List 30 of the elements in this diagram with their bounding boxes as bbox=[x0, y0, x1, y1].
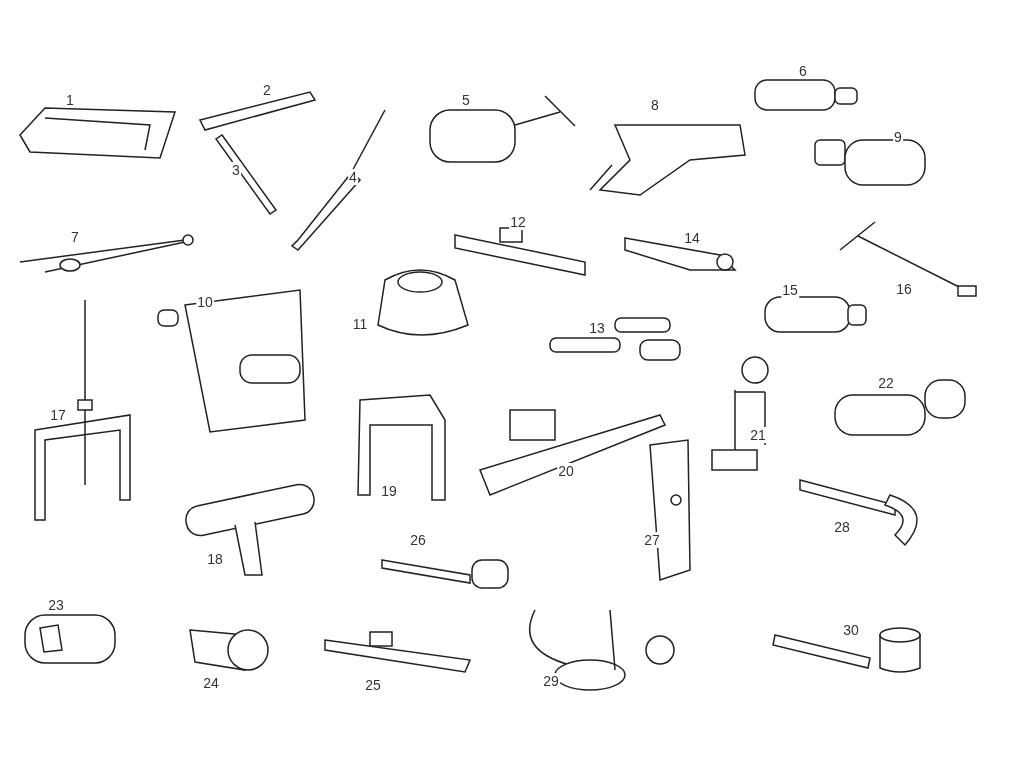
callout-number: 4 bbox=[348, 169, 358, 185]
callout-number: 1 bbox=[65, 92, 75, 108]
callout-number: 28 bbox=[833, 519, 851, 535]
callout-number: 11 bbox=[351, 316, 369, 332]
callout-number: 15 bbox=[781, 282, 799, 298]
callout-number: 3 bbox=[231, 162, 241, 178]
callout-number: 8 bbox=[650, 97, 660, 113]
callout-number: 16 bbox=[895, 281, 913, 297]
callout-number: 27 bbox=[643, 532, 661, 548]
callout-number: 25 bbox=[364, 677, 382, 693]
callout-number: 20 bbox=[557, 463, 575, 479]
callout-number: 29 bbox=[542, 673, 560, 689]
callout-number: 10 bbox=[196, 294, 214, 310]
callout-number: 7 bbox=[70, 229, 80, 245]
callout-number: 19 bbox=[380, 483, 398, 499]
callout-number: 6 bbox=[798, 63, 808, 79]
callout-number: 17 bbox=[49, 407, 67, 423]
callout-number: 30 bbox=[842, 622, 860, 638]
callout-number: 24 bbox=[202, 675, 220, 691]
callout-number: 13 bbox=[588, 320, 606, 336]
callout-number: 26 bbox=[409, 532, 427, 548]
callout-number: 9 bbox=[893, 129, 903, 145]
callout-number: 2 bbox=[262, 82, 272, 98]
callout-number: 23 bbox=[47, 597, 65, 613]
callout-number: 18 bbox=[206, 551, 224, 567]
callout-number: 12 bbox=[509, 214, 527, 230]
callout-number: 22 bbox=[877, 375, 895, 391]
callout-number: 5 bbox=[461, 92, 471, 108]
callout-number: 21 bbox=[749, 427, 767, 443]
callout-number: 14 bbox=[683, 230, 701, 246]
